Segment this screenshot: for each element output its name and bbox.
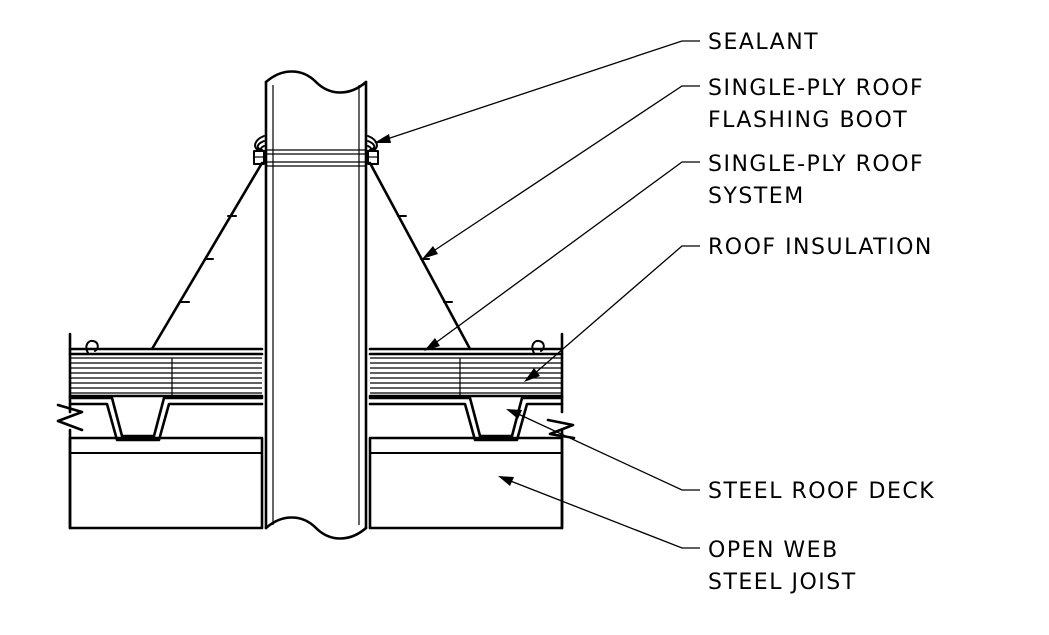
leader-sealant (374, 40, 700, 143)
label-flashing-boot-line1: SINGLE-PLY ROOF (708, 76, 924, 101)
label-roof-insulation: ROOF INSULATION (708, 235, 933, 260)
roof-insulation (68, 357, 564, 398)
open-web-steel-joist (68, 436, 564, 530)
label-flashing-boot-line2: FLASHING BOOT (708, 108, 908, 133)
label-sealant: SEALANT (708, 30, 819, 55)
callout-labels: SEALANT SINGLE-PLY ROOF FLASHING BOOT SI… (708, 30, 935, 595)
pipe (264, 70, 368, 540)
clamp-band-and-sealant (253, 135, 379, 167)
single-ply-roof-flashing-boot (150, 161, 472, 351)
label-roof-system-line1: SINGLE-PLY ROOF (708, 152, 924, 177)
steel-roof-deck (68, 396, 564, 442)
label-steel-roof-deck: STEEL ROOF DECK (708, 479, 935, 504)
label-roof-system-line2: SYSTEM (708, 184, 805, 209)
label-joist-line2: STEEL JOIST (708, 570, 857, 595)
leader-joist (498, 476, 700, 549)
label-joist-line1: OPEN WEB (708, 538, 839, 563)
single-ply-roof-system (68, 339, 564, 356)
leader-roof-system (424, 161, 700, 351)
leader-flashing-boot (422, 85, 700, 259)
leader-steel-roof-deck (506, 409, 700, 491)
leader-roof-insulation (524, 245, 700, 382)
